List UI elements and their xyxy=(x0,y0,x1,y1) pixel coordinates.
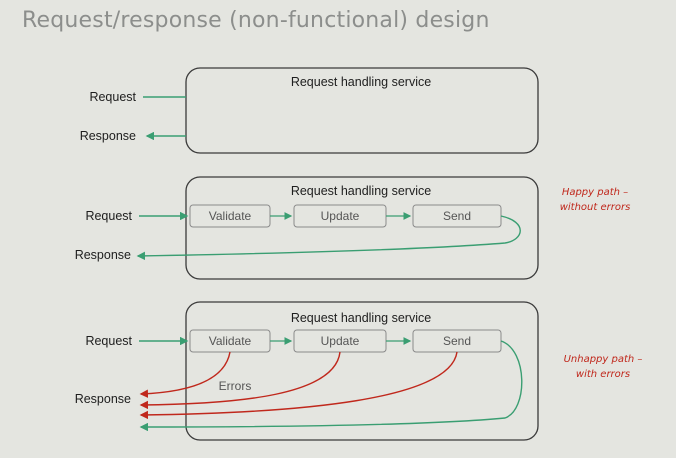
service-box xyxy=(185,67,539,154)
step-validate-label: Validate xyxy=(209,209,252,223)
error-path-update xyxy=(139,351,341,410)
section-happy-path: Request handling service Request Validat… xyxy=(75,176,631,280)
happy-path-note-line1: Happy path – xyxy=(562,187,628,198)
response-label: Response xyxy=(75,392,131,406)
request-label: Request xyxy=(85,209,132,223)
slide-title: Request/response (non-functional) design xyxy=(22,8,490,33)
section-unhappy-path: Request handling service Request Validat… xyxy=(75,301,643,441)
unhappy-path-note-line1: Unhappy path – xyxy=(564,354,643,365)
error-path-send xyxy=(139,351,458,420)
success-response-path xyxy=(139,340,523,432)
response-label: Response xyxy=(75,248,131,262)
request-label: Request xyxy=(89,90,136,104)
step-send-label: Send xyxy=(443,334,471,348)
service-box xyxy=(185,301,539,441)
service-box xyxy=(185,176,539,280)
section-basic: Request handling service Request Respons… xyxy=(80,67,539,154)
step-send-label: Send xyxy=(443,209,471,223)
step-update-label: Update xyxy=(321,209,360,223)
happy-path-note-line2: without errors xyxy=(560,202,631,213)
response-label: Response xyxy=(80,129,136,143)
error-path-validate xyxy=(139,351,231,398)
unhappy-path-note-line2: with errors xyxy=(576,369,630,380)
step-validate-label: Validate xyxy=(209,334,252,348)
service-title: Request handling service xyxy=(291,75,431,89)
request-label: Request xyxy=(85,334,132,348)
errors-label: Errors xyxy=(219,379,252,393)
service-title: Request handling service xyxy=(291,311,431,325)
response-path xyxy=(136,215,521,261)
step-update-label: Update xyxy=(321,334,360,348)
service-title: Request handling service xyxy=(291,184,431,198)
